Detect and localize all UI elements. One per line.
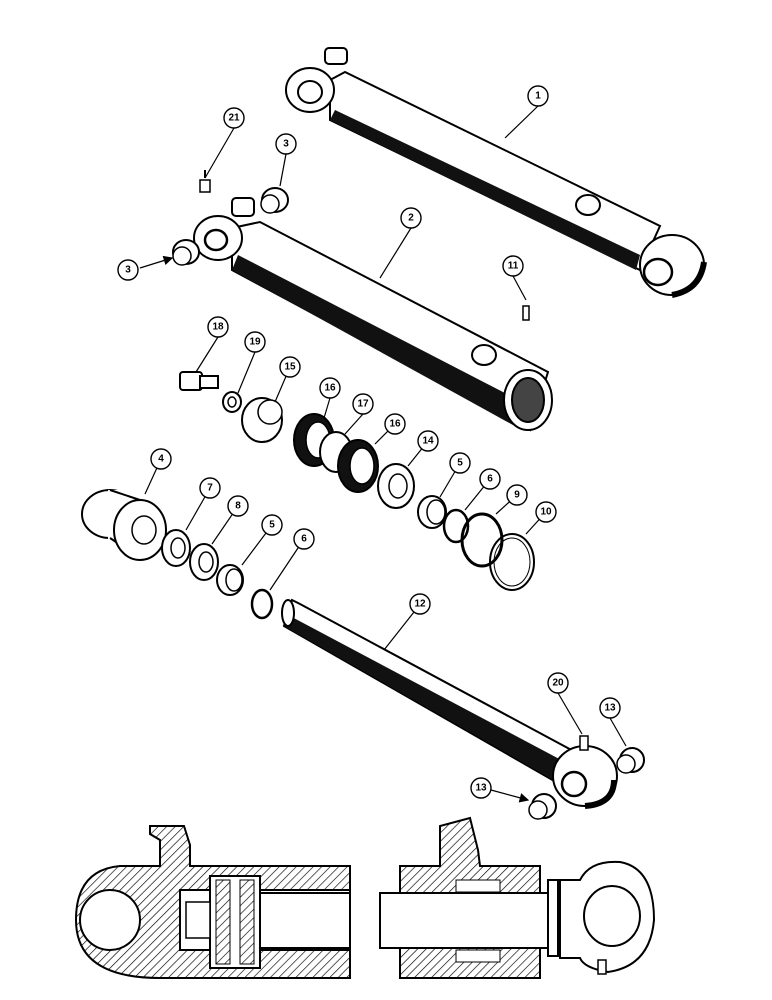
svg-text:3: 3: [283, 139, 289, 150]
backup-ring-10: [489, 533, 535, 591]
svg-text:13: 13: [604, 703, 616, 714]
callout-10: 10: [535, 501, 557, 523]
svg-text:5: 5: [457, 458, 463, 469]
callout-4: 4: [150, 448, 172, 470]
svg-text:1: 1: [535, 91, 541, 102]
callout-1: 1: [527, 85, 549, 107]
callout-5-left: 5: [261, 514, 283, 536]
svg-text:21: 21: [228, 113, 240, 124]
svg-text:6: 6: [487, 474, 493, 485]
grease-fitting-21: [199, 170, 211, 193]
callout-21: 21: [223, 107, 245, 129]
gland-4: [81, 489, 167, 561]
svg-text:19: 19: [249, 337, 261, 348]
callout-8: 8: [227, 495, 249, 517]
svg-text:14: 14: [422, 436, 434, 447]
wiper-7: [161, 529, 191, 567]
svg-text:16: 16: [389, 419, 401, 430]
svg-text:13: 13: [475, 783, 487, 794]
cylinder-barrel: [193, 197, 553, 432]
callout-13-left: 13: [470, 777, 492, 799]
bushing-5-right: [417, 495, 447, 529]
bushing-lower: [172, 239, 200, 266]
svg-text:17: 17: [357, 399, 369, 410]
washer-19: [222, 391, 242, 413]
grease-fitting-11: [522, 305, 530, 321]
callout-16-b: 16: [384, 413, 406, 435]
cylinder-assembly: [285, 47, 707, 298]
callout-7: 7: [199, 477, 221, 499]
callout-17: 17: [352, 393, 374, 415]
callout-9: 9: [506, 484, 528, 506]
callout-14: 14: [417, 430, 439, 452]
callout-13-right: 13: [599, 697, 621, 719]
bolt-18: [179, 371, 219, 391]
svg-text:20: 20: [552, 678, 564, 689]
svg-text:18: 18: [212, 322, 224, 333]
svg-text:16: 16: [324, 383, 336, 394]
svg-text:12: 12: [414, 599, 426, 610]
o-ring-9: [460, 512, 504, 568]
callout-19: 19: [244, 331, 266, 353]
svg-text:8: 8: [235, 501, 241, 512]
bushing-13-left: [528, 793, 557, 820]
piston-15: [241, 397, 283, 443]
o-ring-6-left: [250, 588, 274, 620]
callout-11: 11: [502, 255, 524, 277]
svg-text:7: 7: [207, 483, 213, 494]
cross-section-view: [74, 816, 656, 979]
seal-16-b: [337, 439, 379, 493]
callout-3-lower: 3: [117, 259, 139, 281]
callout-20: 20: [547, 672, 569, 694]
svg-text:15: 15: [284, 362, 296, 373]
o-ring-6-right: [442, 508, 470, 544]
svg-text:6: 6: [301, 534, 307, 545]
callout-12: 12: [409, 593, 431, 615]
washer-14: [377, 463, 415, 509]
bushing-13-right: [616, 747, 645, 774]
callout-16-a: 16: [319, 377, 341, 399]
callout-6-left: 6: [293, 528, 315, 550]
callout-3-upper: 3: [275, 133, 297, 155]
callout-6-right: 6: [479, 468, 501, 490]
svg-text:9: 9: [514, 490, 520, 501]
callout-2: 2: [400, 207, 422, 229]
callout-5-right: 5: [449, 452, 471, 474]
svg-text:2: 2: [408, 213, 414, 224]
seal-8: [189, 543, 219, 581]
svg-text:11: 11: [508, 261, 519, 272]
bushing-upper: [260, 187, 289, 214]
svg-text:4: 4: [158, 454, 164, 465]
svg-text:10: 10: [540, 507, 552, 518]
svg-text:3: 3: [125, 265, 131, 276]
piston-rod-12: [281, 598, 618, 809]
svg-text:5: 5: [269, 520, 275, 531]
bushing-5-left: [216, 564, 244, 596]
callout-18: 18: [207, 316, 229, 338]
callout-15: 15: [279, 356, 301, 378]
